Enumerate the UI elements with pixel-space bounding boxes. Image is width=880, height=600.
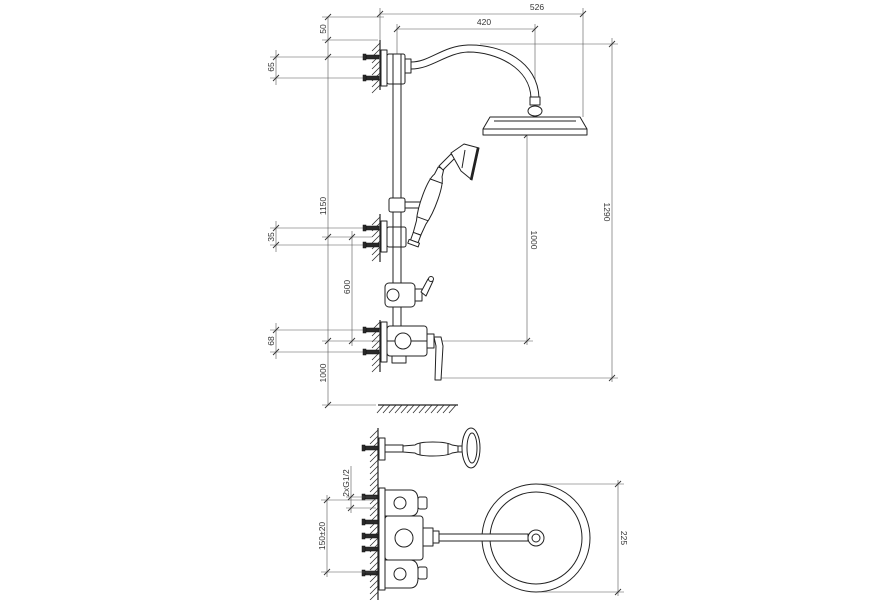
dimension-right-outer-label: 1290 <box>602 203 612 222</box>
floor <box>376 404 458 414</box>
dimension-top-outer-label: 526 <box>530 2 544 12</box>
hatch-lines <box>371 216 381 262</box>
dimension-bracket-upper-label: 65 <box>266 62 276 72</box>
dimension-left-bottom-label: 1000 <box>318 363 328 382</box>
dimension-top-inner: 420 <box>393 17 539 97</box>
dimension-right-inner-label: 1000 <box>529 231 539 250</box>
dimension-inlet-thread: 2xG1/2 <box>341 466 376 513</box>
dimension-inlet-thread-label: 2xG1/2 <box>341 469 351 497</box>
rail-bracket-middle <box>380 220 407 253</box>
hand-shower <box>407 143 480 248</box>
dimension-inlet-spacing-label: 150±20 <box>317 522 327 551</box>
dimension-left-long-label: 1150 <box>318 197 328 216</box>
dimension-bracket-middle: 35 <box>266 221 280 252</box>
dimension-bracket-middle-label: 35 <box>266 232 276 242</box>
shower-head-top-view <box>438 483 591 593</box>
dimension-top-inner-label: 420 <box>477 17 491 27</box>
dimension-bracket-upper: 65 <box>266 50 280 85</box>
thermostatic-mixer <box>380 321 444 381</box>
dimension-right-inner: 1000 <box>440 131 539 345</box>
dimension-bracket-lower: 68 <box>266 323 280 359</box>
mixer-lever <box>433 336 444 381</box>
dimension-top-outer: 526 <box>376 2 587 117</box>
riser-pipe <box>392 81 402 284</box>
dimension-left-top-label: 50 <box>318 24 328 34</box>
hatch-lines <box>371 42 381 94</box>
diverter-valve <box>384 276 434 327</box>
shower-arm <box>410 44 540 99</box>
wall-screws-side <box>362 53 380 356</box>
dimension-inner-left: 600 <box>342 231 356 346</box>
hand-shower-top-view <box>378 427 481 469</box>
dimension-bracket-lower-label: 68 <box>266 336 276 346</box>
dimension-head-diameter-label: 225 <box>619 531 629 545</box>
dimension-head-diameter: 225 <box>540 480 629 596</box>
dimension-inlet-spacing: 150±20 <box>317 495 376 577</box>
side-wall <box>371 40 381 373</box>
dimension-inner-left-label: 600 <box>342 280 352 294</box>
dimension-right-outer: 1290 <box>440 38 618 382</box>
shower-arm-top-view <box>438 533 529 542</box>
mixer-top-view <box>378 487 440 591</box>
hatch-lines <box>376 404 457 414</box>
top-fitting <box>380 49 412 87</box>
shower-head <box>482 96 588 136</box>
dimension-left-chain: 50 1150 1000 <box>270 13 384 409</box>
hand-shower-holder <box>388 197 424 213</box>
